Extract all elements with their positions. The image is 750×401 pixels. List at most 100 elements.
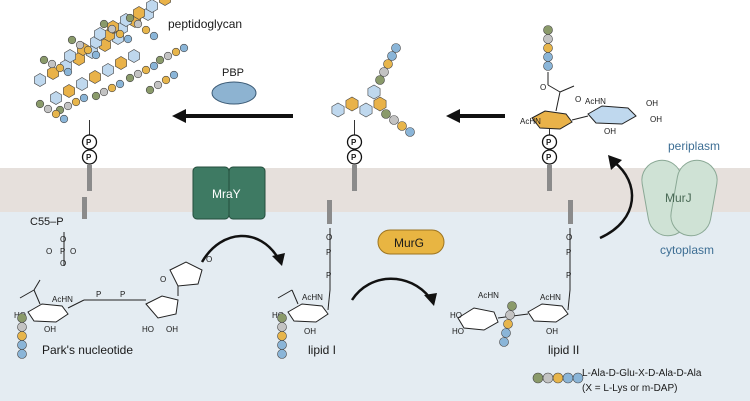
sugar-hexagon [367,84,381,100]
peptide-bead [507,301,517,311]
sugar-hexagon [63,84,75,98]
sugar-hexagon [89,70,101,84]
crosslink-bead [63,101,73,111]
svg-text:P: P [351,153,357,162]
sugar-hexagon [76,77,88,91]
svg-text:P: P [120,290,125,299]
svg-text:P: P [546,138,552,147]
peptide-bead [17,331,27,341]
svg-text:HO: HO [452,327,464,336]
mray-enzyme [192,166,266,220]
crosslink-bead [43,104,53,114]
peptide-bead [379,67,389,77]
crosslink-bead [125,73,135,83]
crosslink-bead [67,35,77,45]
svg-text:O: O [206,255,212,264]
legend-bead [552,372,564,384]
crosslink-bead [35,99,45,109]
anchor-intermediate [346,120,363,191]
peptide-bead [17,322,27,332]
anchor-peptidoglycan [81,120,98,191]
peptide-bead [375,75,385,85]
peptide-bead [387,51,397,61]
sugar-hexagon [359,102,373,118]
svg-text:AcHN: AcHN [520,117,541,126]
phosphate-icon [81,134,98,150]
legend-bead [562,372,574,384]
parks-nucleotide-label: Park's nucleotide [42,343,133,357]
flip-arrow [599,155,634,240]
peptide-bead [503,319,513,329]
peptide-bead [543,52,553,62]
crosslink-bead [141,65,151,75]
lipid-ii-label: lipid II [548,343,579,357]
sugar-hexagon [159,0,171,6]
sugar-hexagon [115,56,127,70]
lipid-i-structure: O P P AcHN HO OH [272,228,332,336]
lipid-i-peptide-chain [277,313,287,359]
svg-text:AcHN: AcHN [478,291,499,300]
peptide-bead [277,340,287,350]
svg-text:OH: OH [546,327,558,336]
peptide-bead [17,313,27,323]
lipid-i-label: lipid I [308,343,336,357]
crosslink-bead [51,109,61,119]
crosslink-bead [115,29,125,39]
peptide-bead [499,337,509,347]
svg-text:P: P [86,153,92,162]
phosphate-labels: P P P P P P [86,138,552,162]
legend-line-2: (X = L-Lys or m-DAP) [582,383,677,394]
sugar-hexagon [133,6,145,20]
sugar-hexagon [331,102,345,118]
peptide-bead [505,310,515,320]
legend-bead [532,372,544,384]
svg-text:O: O [540,83,546,92]
peptide-bead [391,43,401,53]
crosslink-bead [133,69,143,79]
phosphate-icon [346,134,363,150]
svg-text:O: O [566,233,572,242]
lipid-ii-peptide-chain-top [543,25,553,71]
lipid-ii-periplasm-structure: AcHN AcHN OH OH OH O O [520,72,662,136]
svg-text:P: P [546,153,552,162]
crosslink-bead [133,19,143,29]
svg-text:P: P [566,248,571,257]
crosslink-bead [123,34,133,44]
pbp-enzyme [211,81,257,105]
svg-text:HO: HO [142,325,154,334]
phosphate-icon [541,134,558,150]
svg-text:O: O [60,235,66,244]
lipid-ii-peptide-chain [499,301,517,347]
peptide-bead [543,61,553,71]
legend-bead [572,372,584,384]
crosslink-bead [171,47,181,57]
crosslink-bead [125,13,135,23]
peptide-bead [383,59,393,69]
crosslink-bead [55,63,65,73]
peptide-bead [501,328,511,338]
intermediate-glycan-peptide [331,43,415,137]
crosslink-bead [99,87,109,97]
svg-text:P: P [86,138,92,147]
sugar-hexagon [146,0,158,13]
crosslink-bead [149,61,159,71]
sugar-hexagon [64,49,76,63]
pbp-label: PBP [222,67,244,79]
legend-bead [542,372,554,384]
svg-text:P: P [60,247,65,256]
peptide-bead [277,313,287,323]
crosslink-bead [79,93,89,103]
crosslink-bead [145,85,155,95]
svg-text:OH: OH [650,115,662,124]
lipid-i-anchor [327,200,332,224]
sugar-hexagon [50,91,62,105]
peptide-bead [381,109,391,119]
crosslink-bead [39,55,49,65]
svg-text:P: P [326,271,331,280]
crosslink-bead [107,24,117,34]
crosslink-bead [91,50,101,60]
svg-text:O: O [70,247,76,256]
peptidoglycan-mesh [34,0,189,124]
peptide-bead [389,115,399,125]
